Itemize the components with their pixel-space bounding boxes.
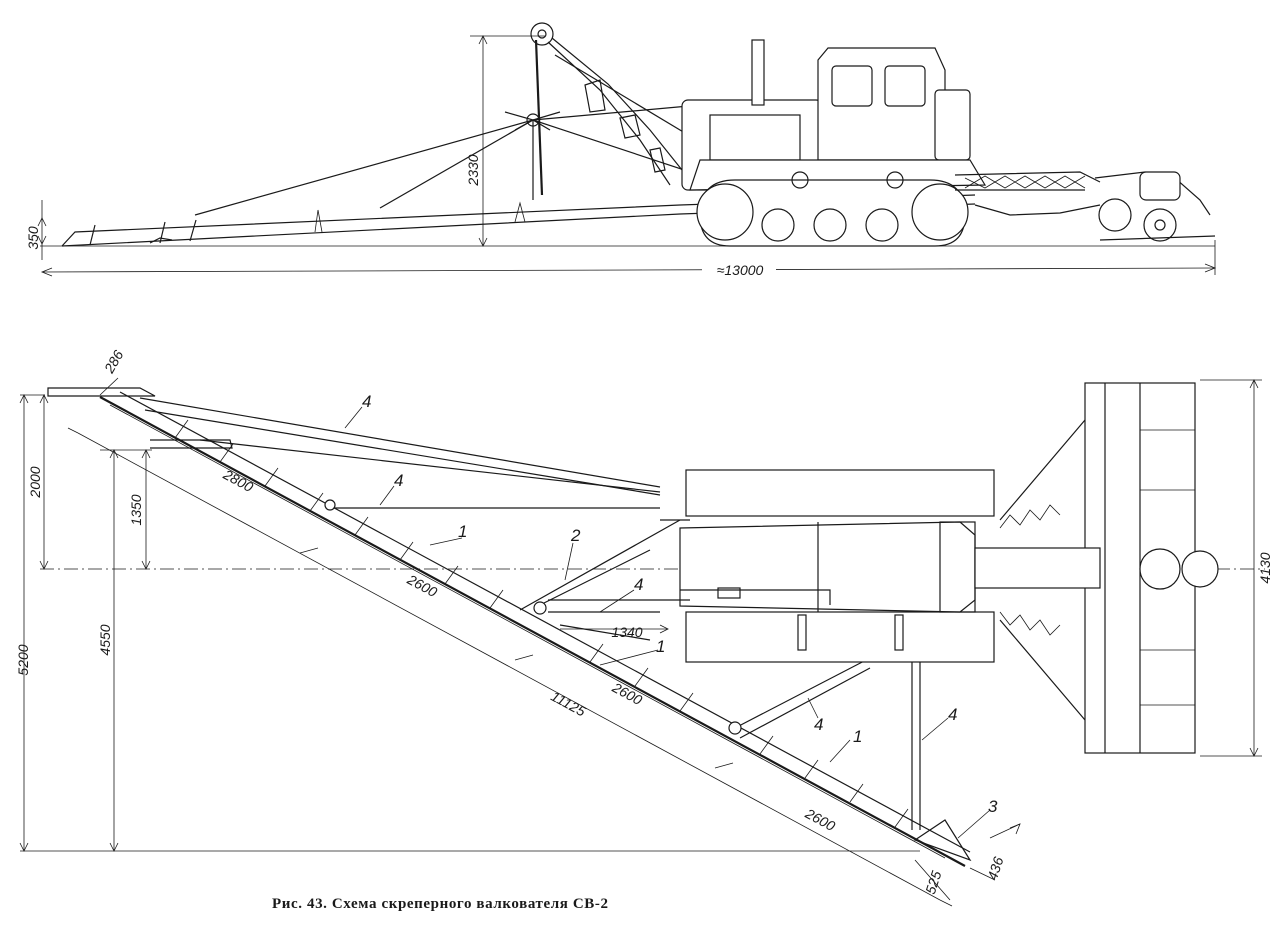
front-dozer bbox=[954, 171, 1216, 242]
callout-1-c: 1 bbox=[853, 727, 862, 746]
drive-sprocket bbox=[696, 183, 754, 241]
exhaust-pipe bbox=[751, 39, 765, 106]
plan-dimensions: 286 5200 2000 1350 4550 2800 2600 bbox=[15, 347, 1273, 907]
blade-end-wing bbox=[913, 819, 972, 862]
dim-seg-2600-a: 2600 bbox=[404, 571, 440, 601]
dim-seg-2800: 2800 bbox=[220, 466, 256, 496]
dim-strut-1340: 1340 bbox=[611, 624, 642, 640]
dim-end-436: 436 bbox=[984, 855, 1007, 882]
blade-tip-plate bbox=[47, 387, 156, 397]
dim-dozer-4130: 4130 bbox=[1257, 552, 1273, 583]
side-view: 350 2330 ≈13000 bbox=[25, 22, 1217, 278]
push-frame bbox=[974, 547, 1101, 589]
callouts: 1 1 1 2 3 4 4 4 4 4 bbox=[344, 392, 998, 839]
dozer-plan bbox=[974, 382, 1219, 754]
dim-overall-length: ≈13000 bbox=[717, 262, 764, 278]
idler-wheel bbox=[911, 183, 969, 241]
dim-width-2000: 2000 bbox=[27, 466, 43, 498]
diagonal-blade bbox=[47, 387, 972, 867]
callout-4-b: 4 bbox=[394, 471, 403, 490]
dozer-wheel-right bbox=[1181, 550, 1219, 588]
callout-3: 3 bbox=[988, 797, 998, 816]
front-wheel bbox=[1098, 198, 1132, 232]
callout-4-a: 4 bbox=[362, 392, 371, 411]
callout-1-a: 1 bbox=[458, 522, 467, 541]
dim-boom-height: 2330 bbox=[465, 154, 481, 186]
dim-seg-2600-c: 2600 bbox=[802, 805, 838, 835]
tractor bbox=[681, 39, 987, 247]
right-track bbox=[685, 611, 995, 663]
boom-mast bbox=[530, 22, 691, 196]
figure-caption: Рис. 43. Схема скреперного валкователя С… bbox=[272, 896, 609, 912]
side-dimensions: 350 2330 ≈13000 bbox=[25, 35, 1217, 278]
dim-blade-11125: 11125 bbox=[548, 688, 588, 720]
cab-window-right bbox=[884, 65, 926, 107]
callout-1-b: 1 bbox=[656, 637, 665, 656]
plan-view: 286 5200 2000 1350 4550 2800 2600 bbox=[15, 347, 1273, 907]
dim-width-1350: 1350 bbox=[128, 494, 144, 525]
dim-total-4550: 4550 bbox=[97, 624, 113, 655]
callout-2: 2 bbox=[570, 526, 581, 545]
tractor-plan bbox=[660, 469, 995, 663]
callout-4-d: 4 bbox=[814, 715, 823, 734]
callout-4-c: 4 bbox=[634, 575, 643, 594]
dim-offset-top: 286 bbox=[100, 347, 126, 376]
dim-end-525: 525 bbox=[922, 869, 945, 896]
dozer-wheel-left bbox=[1139, 548, 1181, 590]
left-track bbox=[685, 469, 995, 517]
dim-blade-height: 350 bbox=[25, 226, 41, 250]
cab bbox=[817, 47, 946, 161]
dim-total-5200: 5200 bbox=[15, 644, 31, 675]
callout-4-e: 4 bbox=[948, 705, 957, 724]
cab-window-left bbox=[831, 65, 873, 107]
hood-panel bbox=[709, 114, 801, 161]
mast-pulley bbox=[530, 22, 554, 46]
tie-rods bbox=[139, 397, 921, 830]
